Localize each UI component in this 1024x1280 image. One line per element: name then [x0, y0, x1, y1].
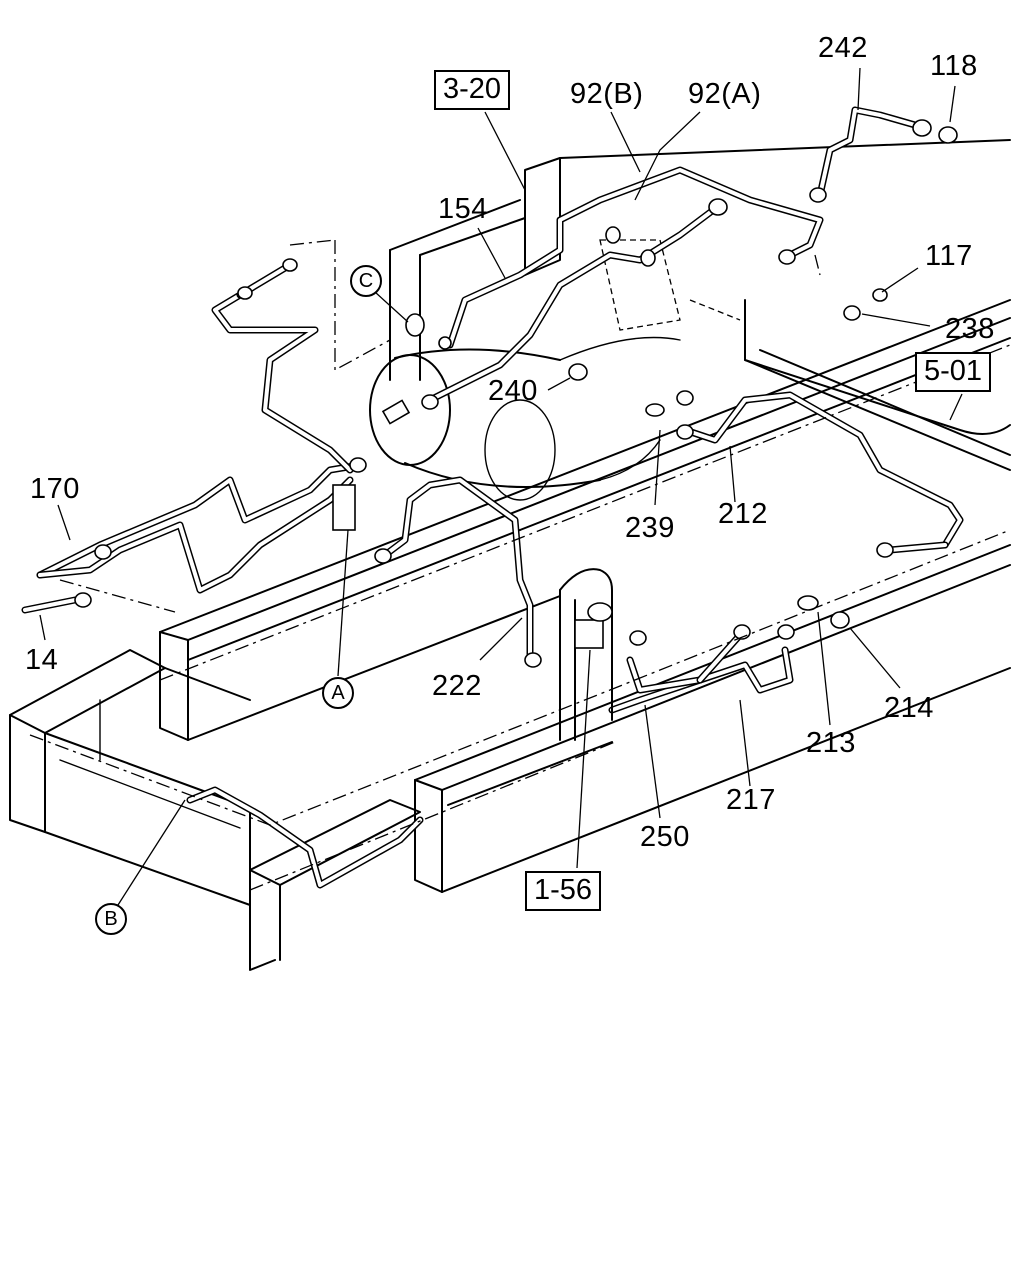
part-label-14: 14	[25, 644, 59, 676]
part-label-239: 239	[625, 512, 675, 544]
part-label-117: 117	[925, 240, 973, 272]
ref-box-5-01[interactable]: 5-01	[915, 352, 992, 392]
frame-rails	[9, 139, 1011, 971]
part-label-238: 238	[945, 313, 995, 345]
ref-box-1-56[interactable]: 1-56	[525, 871, 602, 911]
part-label-118: 118	[930, 50, 978, 82]
part-label-92a: 92(A)	[688, 78, 762, 110]
air-tank	[369, 239, 741, 501]
fittings	[74, 119, 958, 668]
ref-box-label: 5-01	[924, 355, 983, 387]
part-label-154: 154	[438, 193, 488, 225]
ref-box-label: 3-20	[443, 73, 502, 105]
ref-box-3-20[interactable]: 3-20	[434, 70, 511, 110]
part-label-222: 222	[432, 670, 482, 702]
part-label-170: 170	[30, 473, 80, 505]
part-label-240: 240	[488, 375, 538, 407]
callout-a[interactable]: A	[322, 677, 354, 709]
part-label-217: 217	[726, 784, 776, 816]
part-label-242: 242	[818, 32, 868, 64]
relay-valve	[559, 568, 613, 741]
ref-box-label: 1-56	[534, 874, 593, 906]
callout-c[interactable]: C	[350, 265, 382, 297]
callout-b[interactable]: B	[95, 903, 127, 935]
part-label-212: 212	[718, 498, 768, 530]
part-label-92b: 92(B)	[570, 78, 644, 110]
part-label-250: 250	[640, 821, 690, 853]
centerlines	[29, 175, 1011, 891]
part-label-213: 213	[806, 727, 856, 759]
brake-pipes	[21, 106, 964, 889]
part-label-214: 214	[884, 692, 934, 724]
leader-lines	[39, 67, 963, 906]
